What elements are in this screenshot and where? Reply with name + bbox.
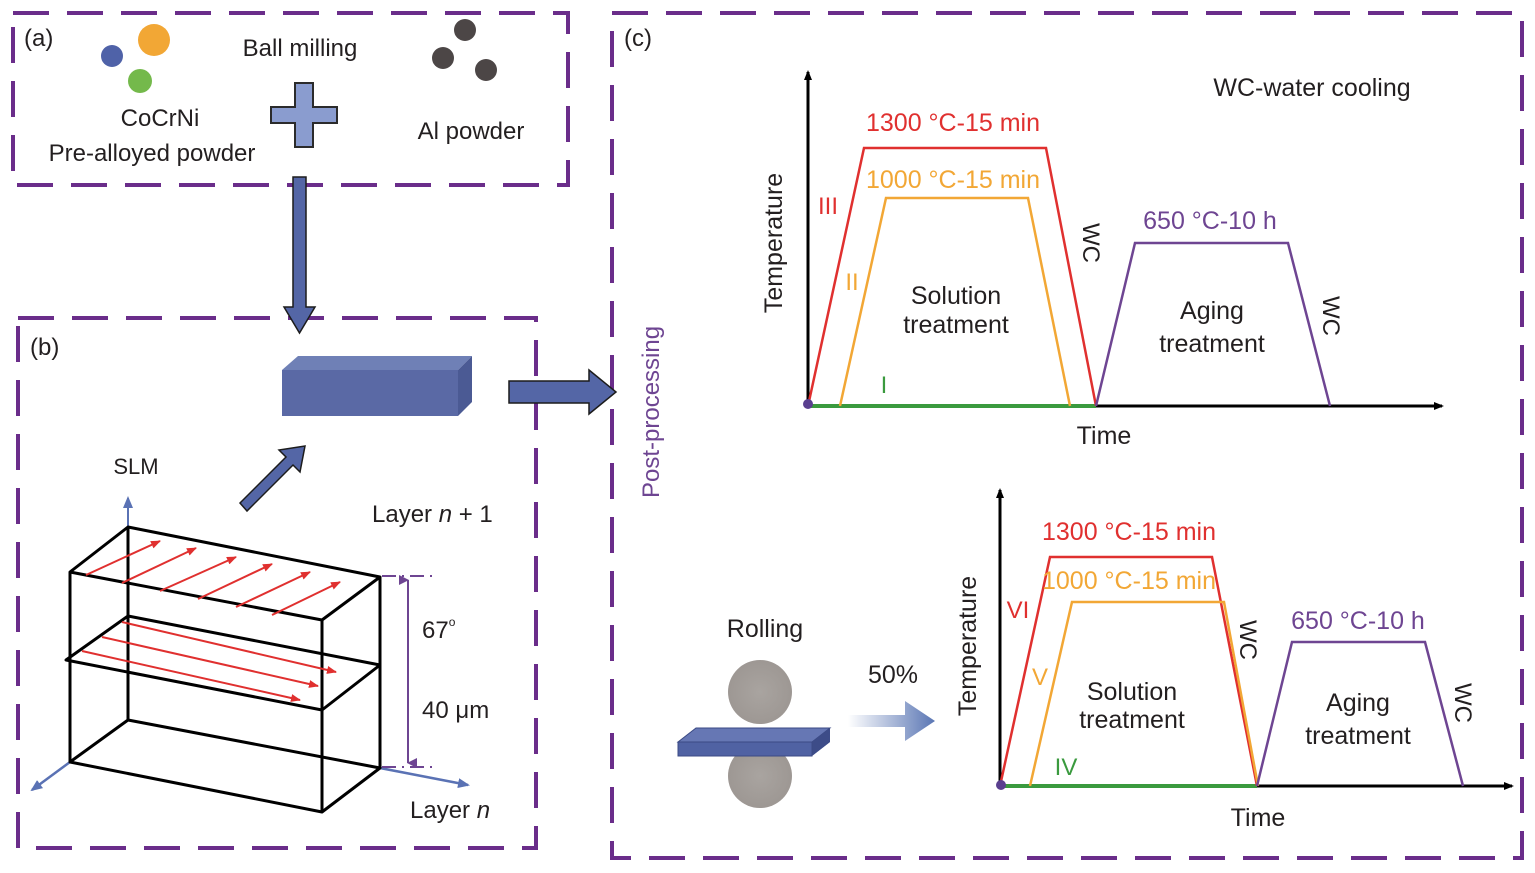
chart2-xlabel: Time [1231, 804, 1286, 832]
post-processing-label: Post-processing [638, 326, 665, 498]
chart2-wc-label-1: WC [1234, 620, 1261, 660]
sheet-side [812, 728, 830, 756]
gradient-arrow-icon [848, 701, 935, 741]
rolling-illustration: Rolling 50% [676, 615, 935, 808]
al-particle-1 [454, 19, 476, 41]
right-arrow-icon [508, 368, 618, 416]
panel-a-frame [11, 11, 570, 187]
diagonal-arrow-icon [238, 445, 306, 513]
panel-a-label: (a) [24, 25, 53, 52]
scan-vectors-top [85, 540, 341, 616]
chart2-route-iv: IV [1055, 754, 1078, 781]
scan-vectors-middle [81, 621, 337, 702]
slm-label: SLM [113, 454, 158, 479]
chart2-route-vi-line [998, 555, 1259, 787]
particle-orange [138, 24, 170, 56]
al-particle-3 [475, 59, 497, 81]
chart1-aging-line [1094, 241, 1332, 407]
x-axis-left [30, 760, 71, 792]
plus-icon [270, 82, 338, 148]
layer-box [64, 525, 382, 814]
layer-n-label: Layer n [410, 797, 490, 824]
chart-1: Temperature Time 1300 °C-15 min 1000 °C-… [760, 70, 1444, 450]
down-arrow-icon [282, 176, 317, 335]
chart2-wc-label-2: WC [1449, 683, 1476, 723]
chart1-ylabel: Temperature [760, 173, 788, 313]
chart1-aging-line1: Aging [1180, 297, 1244, 325]
chart-2: Temperature Time 1300 °C-15 min 1000 °C-… [954, 488, 1514, 832]
chart2-route-v-line [1028, 600, 1260, 787]
chart2-solution-line1: Solution [1087, 678, 1177, 706]
rolling-label: Rolling [727, 615, 803, 643]
sheet-front [677, 741, 813, 757]
chart2-origin-dot [996, 780, 1006, 790]
sheet-top [676, 727, 832, 743]
chart1-route-iii: III [818, 193, 838, 220]
panel-c-label: (c) [624, 25, 652, 52]
al-powder-label: Al powder [418, 118, 525, 145]
pre-alloyed-label: Pre-alloyed powder [49, 140, 256, 167]
chart1-wc-label-2: WC [1317, 296, 1344, 336]
chart1-route-i: I [881, 372, 888, 399]
chart1-xlabel: Time [1077, 422, 1132, 450]
lower-roller [728, 744, 792, 808]
particle-green [128, 69, 152, 93]
chart2-aging-line2: treatment [1305, 722, 1411, 750]
chart1-route-iii-line [806, 146, 1098, 407]
chart2-ylabel: Temperature [954, 576, 982, 716]
ball-milling-label: Ball milling [243, 35, 358, 62]
chart1-wc-label-1: WC [1077, 223, 1104, 263]
upper-roller [728, 660, 792, 724]
chart1-orange-label: 1000 °C-15 min [866, 166, 1040, 194]
chart1-purple-label: 650 °C-10 h [1143, 207, 1277, 235]
chart2-aging-line [1255, 640, 1465, 787]
layer-thickness: 40 μm [422, 697, 489, 724]
panel-b-frame [16, 316, 538, 850]
panel-c-frame [610, 11, 1524, 860]
chart2-route-vi: VI [1007, 597, 1030, 624]
cocrni-label: CoCrNi [121, 105, 200, 132]
chart1-origin-dot [803, 399, 813, 409]
chart1-red-label: 1300 °C-15 min [866, 109, 1040, 137]
chart2-orange-label: 1000 °C-15 min [1042, 567, 1216, 595]
chart2-red-label: 1300 °C-15 min [1042, 518, 1216, 546]
chart2-route-v: V [1032, 664, 1048, 691]
chart2-purple-label: 650 °C-10 h [1291, 607, 1425, 635]
angle-value: 67o [422, 615, 456, 644]
wc-legend-note: WC-water cooling [1213, 74, 1410, 102]
chart1-solution-line2: treatment [903, 311, 1009, 339]
chart2-solution-line2: treatment [1079, 706, 1185, 734]
particle-blue [101, 45, 123, 67]
chart1-route-ii: II [845, 269, 858, 296]
chart1-solution-line1: Solution [911, 282, 1001, 310]
built-block-icon [282, 356, 472, 416]
al-particle-2 [432, 47, 454, 69]
chart1-aging-line2: treatment [1159, 330, 1265, 358]
panel-b-label: (b) [30, 334, 59, 361]
chart2-aging-line1: Aging [1326, 689, 1390, 717]
reduction-label: 50% [868, 661, 918, 689]
x-axis-right [379, 766, 470, 789]
chart1-route-ii-line [838, 196, 1072, 407]
layer-n-plus-1-label: Layer n + 1 [372, 501, 493, 528]
